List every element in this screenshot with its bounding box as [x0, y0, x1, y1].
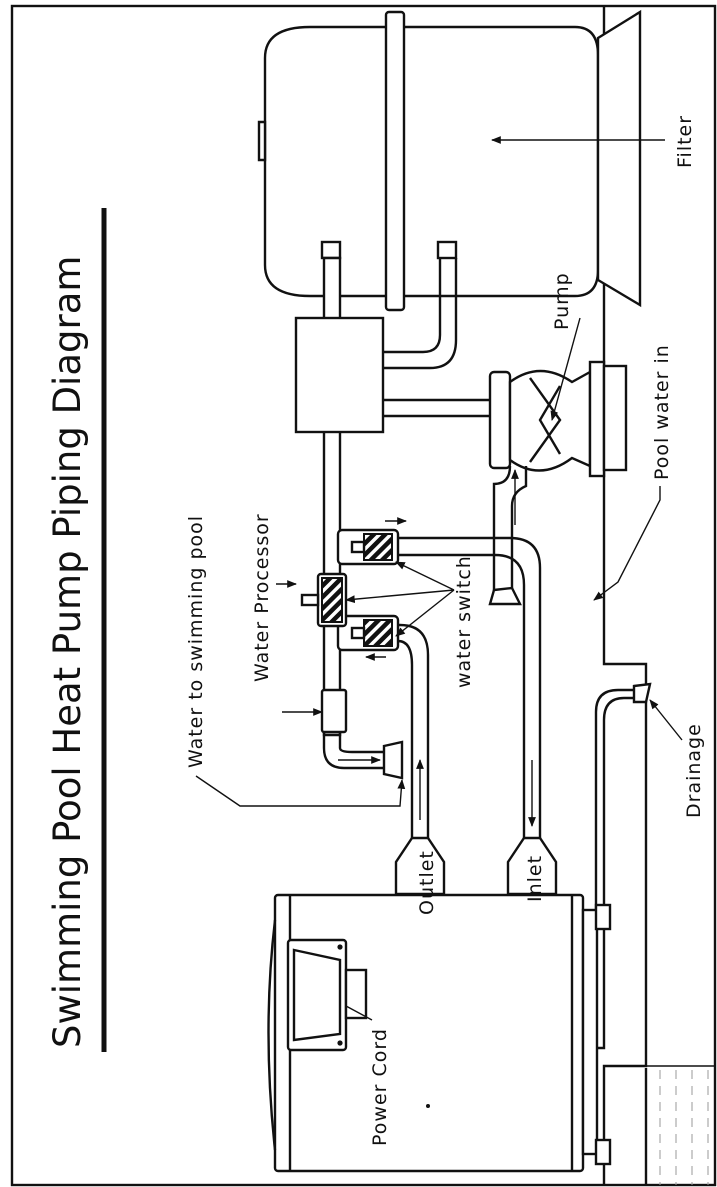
heat-pump-unit — [267, 893, 612, 1173]
diagram-title: Swimming Pool Heat Pump Piping Diagram — [46, 256, 89, 1048]
water-processor — [320, 688, 348, 734]
pool-water-hatching — [659, 1070, 709, 1185]
label-pool-water-in: Pool water in — [651, 344, 673, 480]
water-switch-lower — [336, 614, 400, 652]
ground-outline — [602, 6, 648, 1185]
label-water-processor: Water Processor — [251, 513, 273, 682]
label-filter: Filter — [674, 115, 696, 168]
diagram-border — [10, 4, 717, 1187]
drainage-pipe — [584, 682, 652, 1062]
label-inlet: Inlet — [524, 855, 546, 902]
pool-pump — [488, 360, 628, 606]
water-switch-middle — [300, 572, 348, 628]
label-power-cord: Power Cord — [369, 1028, 391, 1146]
label-water-to-pool: Water to swimming pool — [185, 515, 207, 768]
water-switch-upper — [336, 528, 400, 566]
filter-tank — [257, 9, 642, 312]
label-drainage: Drainage — [683, 723, 705, 818]
label-water-switch: water switch — [453, 555, 475, 688]
leader-lines — [195, 136, 683, 1021]
pipe-network — [294, 256, 558, 896]
label-pump: Pump — [551, 272, 573, 330]
label-outlet: Outlet — [416, 850, 438, 915]
